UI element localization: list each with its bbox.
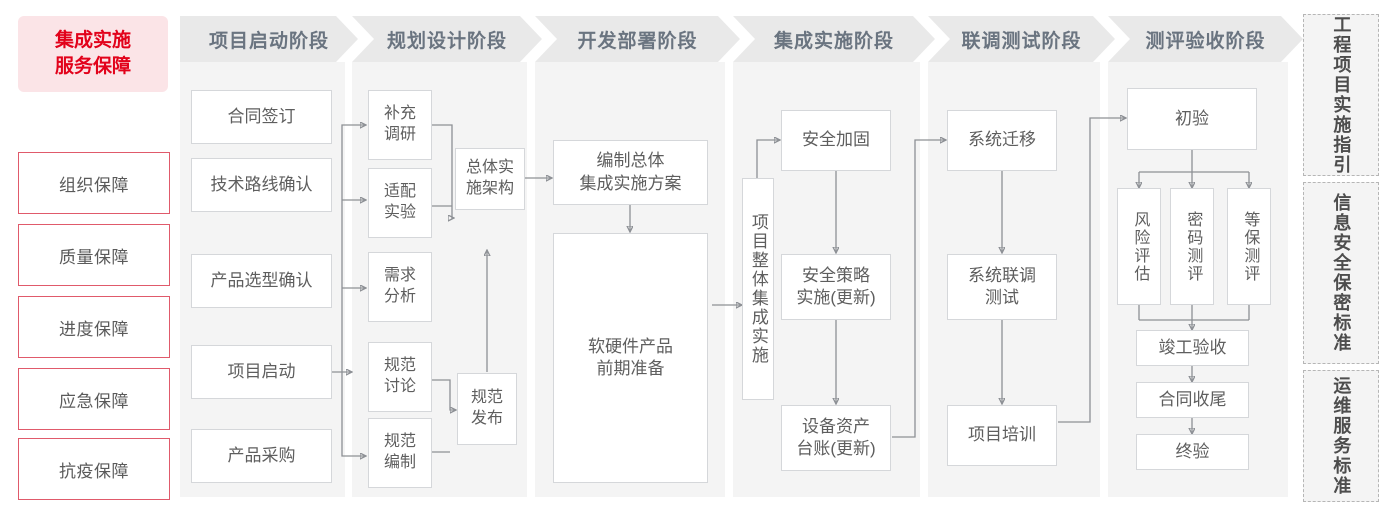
guarantee-item-schedule[interactable]: 进度保障 — [18, 296, 170, 358]
phase-header-2[interactable]: 规划设计阶段 — [352, 16, 542, 62]
node-requirement-analysis[interactable]: 需求 分析 — [368, 252, 432, 322]
node-label: 初验 — [1175, 108, 1209, 128]
node-draft-overall-integration-plan[interactable]: 编制总体 集成实施方案 — [553, 140, 708, 205]
guarantee-label: 应急保障 — [59, 391, 129, 411]
phase-header-label: 项目启动阶段 — [208, 30, 329, 52]
node-label: 安全策略 实施(更新) — [796, 265, 876, 307]
node-label: 项目整体集成实施 — [748, 213, 768, 365]
node-preliminary-acceptance[interactable]: 初验 — [1127, 88, 1257, 150]
node-system-migration[interactable]: 系统迁移 — [947, 110, 1057, 171]
node-label: 规范 编制 — [383, 433, 416, 471]
guarantee-item-epidemic[interactable]: 抗疫保障 — [18, 438, 170, 500]
node-label: 项目启动 — [227, 361, 296, 381]
node-label: 产品选型确认 — [210, 270, 313, 290]
lead-card-text: 集成实施 服务保障 — [55, 28, 131, 79]
phase-header-5[interactable]: 联调测试阶段 — [928, 16, 1115, 62]
node-classified-protection-evaluation[interactable]: 等保测评 — [1227, 188, 1271, 305]
node-tech-route-confirm[interactable]: 技术路线确认 — [191, 158, 332, 212]
node-label: 等保测评 — [1241, 210, 1259, 283]
node-label: 软硬件产品 前期准备 — [588, 336, 673, 378]
node-product-selection-confirm[interactable]: 产品选型确认 — [191, 254, 332, 308]
node-equipment-asset-ledger[interactable]: 设备资产 台账(更新) — [781, 405, 891, 471]
node-supplementary-research[interactable]: 补充 调研 — [368, 90, 432, 160]
guarantee-label: 质量保障 — [59, 247, 129, 267]
lead-card-line2: 服务保障 — [54, 56, 131, 77]
node-security-policy-implementation[interactable]: 安全策略 实施(更新) — [781, 254, 891, 320]
standard-label: 工程项目实施指引 — [1331, 15, 1352, 175]
guarantee-label: 组织保障 — [59, 175, 129, 195]
phase-header-label: 联调测试阶段 — [961, 30, 1082, 52]
guarantee-label: 进度保障 — [59, 319, 129, 339]
node-final-acceptance[interactable]: 终验 — [1136, 434, 1249, 470]
node-label: 技术路线确认 — [210, 174, 313, 194]
phase-header-6[interactable]: 测评验收阶段 — [1108, 16, 1303, 62]
node-label: 规范 讨论 — [383, 357, 416, 395]
node-label: 设备资产 台账(更新) — [796, 416, 876, 458]
guarantee-item-quality[interactable]: 质量保障 — [18, 224, 170, 286]
node-label: 项目培训 — [968, 425, 1036, 445]
node-overall-project-integration[interactable]: 项目整体集成实施 — [742, 178, 774, 400]
node-label: 总体实 施架构 — [465, 159, 514, 197]
phase-header-4[interactable]: 集成实施阶段 — [733, 16, 935, 62]
standard-operation-maintenance-service[interactable]: 运维服务标准 — [1303, 370, 1379, 502]
node-contract-closure[interactable]: 合同收尾 — [1136, 382, 1249, 418]
node-label: 补充 调研 — [383, 105, 416, 143]
lead-card-line1: 集成实施 — [54, 30, 131, 52]
phase-header-3[interactable]: 开发部署阶段 — [535, 16, 740, 62]
node-label: 编制总体 集成实施方案 — [579, 151, 682, 193]
node-product-procurement[interactable]: 产品采购 — [191, 429, 332, 483]
node-label: 安全加固 — [802, 130, 870, 150]
node-contract-signing[interactable]: 合同签订 — [191, 90, 332, 144]
node-label: 合同签订 — [227, 106, 296, 126]
node-label: 系统迁移 — [968, 130, 1036, 150]
node-label: 密码测评 — [1184, 210, 1202, 283]
node-risk-assessment[interactable]: 风险评估 — [1117, 188, 1161, 305]
node-label: 规范 发布 — [470, 389, 503, 427]
phase-header-label: 集成实施阶段 — [773, 30, 894, 52]
node-security-hardening[interactable]: 安全加固 — [781, 110, 891, 171]
guarantee-item-emergency[interactable]: 应急保障 — [18, 368, 170, 430]
node-cryptography-evaluation[interactable]: 密码测评 — [1170, 188, 1214, 305]
guarantee-item-organization[interactable]: 组织保障 — [18, 152, 170, 214]
phase-header-label: 开发部署阶段 — [577, 30, 698, 52]
phase-header-label: 测评验收阶段 — [1145, 30, 1266, 52]
phase-header-label: 规划设计阶段 — [386, 30, 507, 52]
node-project-kickoff[interactable]: 项目启动 — [191, 345, 332, 399]
node-label: 适配 实验 — [383, 183, 416, 221]
lead-card: 集成实施 服务保障 — [18, 16, 168, 92]
standard-label: 运维服务标准 — [1331, 376, 1352, 496]
node-hardware-software-preparation[interactable]: 软硬件产品 前期准备 — [553, 233, 708, 483]
node-adaptation-experiment[interactable]: 适配 实验 — [368, 168, 432, 238]
node-label: 系统联调 测试 — [968, 265, 1036, 307]
node-completion-acceptance[interactable]: 竣工验收 — [1136, 330, 1249, 366]
node-spec-release[interactable]: 规范 发布 — [457, 373, 517, 445]
node-spec-drafting[interactable]: 规范 编制 — [368, 418, 432, 488]
standard-label: 信息安全保密标准 — [1331, 193, 1352, 353]
node-label: 风险评估 — [1131, 210, 1149, 283]
node-spec-discussion[interactable]: 规范 讨论 — [368, 342, 432, 412]
standard-information-security-confidentiality[interactable]: 信息安全保密标准 — [1303, 182, 1379, 364]
node-label: 竣工验收 — [1158, 337, 1227, 357]
standard-engineering-project-implementation-guide[interactable]: 工程项目实施指引 — [1303, 14, 1379, 176]
node-label: 需求 分析 — [383, 267, 416, 305]
node-label: 产品采购 — [227, 445, 296, 465]
phase-header-1[interactable]: 项目启动阶段 — [180, 16, 358, 62]
node-label: 合同收尾 — [1158, 389, 1227, 409]
node-project-training[interactable]: 项目培训 — [947, 405, 1057, 466]
node-label: 终验 — [1175, 441, 1210, 461]
node-overall-implementation-architecture[interactable]: 总体实 施架构 — [455, 148, 525, 210]
node-system-joint-debug-test[interactable]: 系统联调 测试 — [947, 254, 1057, 320]
guarantee-label: 抗疫保障 — [59, 461, 129, 481]
